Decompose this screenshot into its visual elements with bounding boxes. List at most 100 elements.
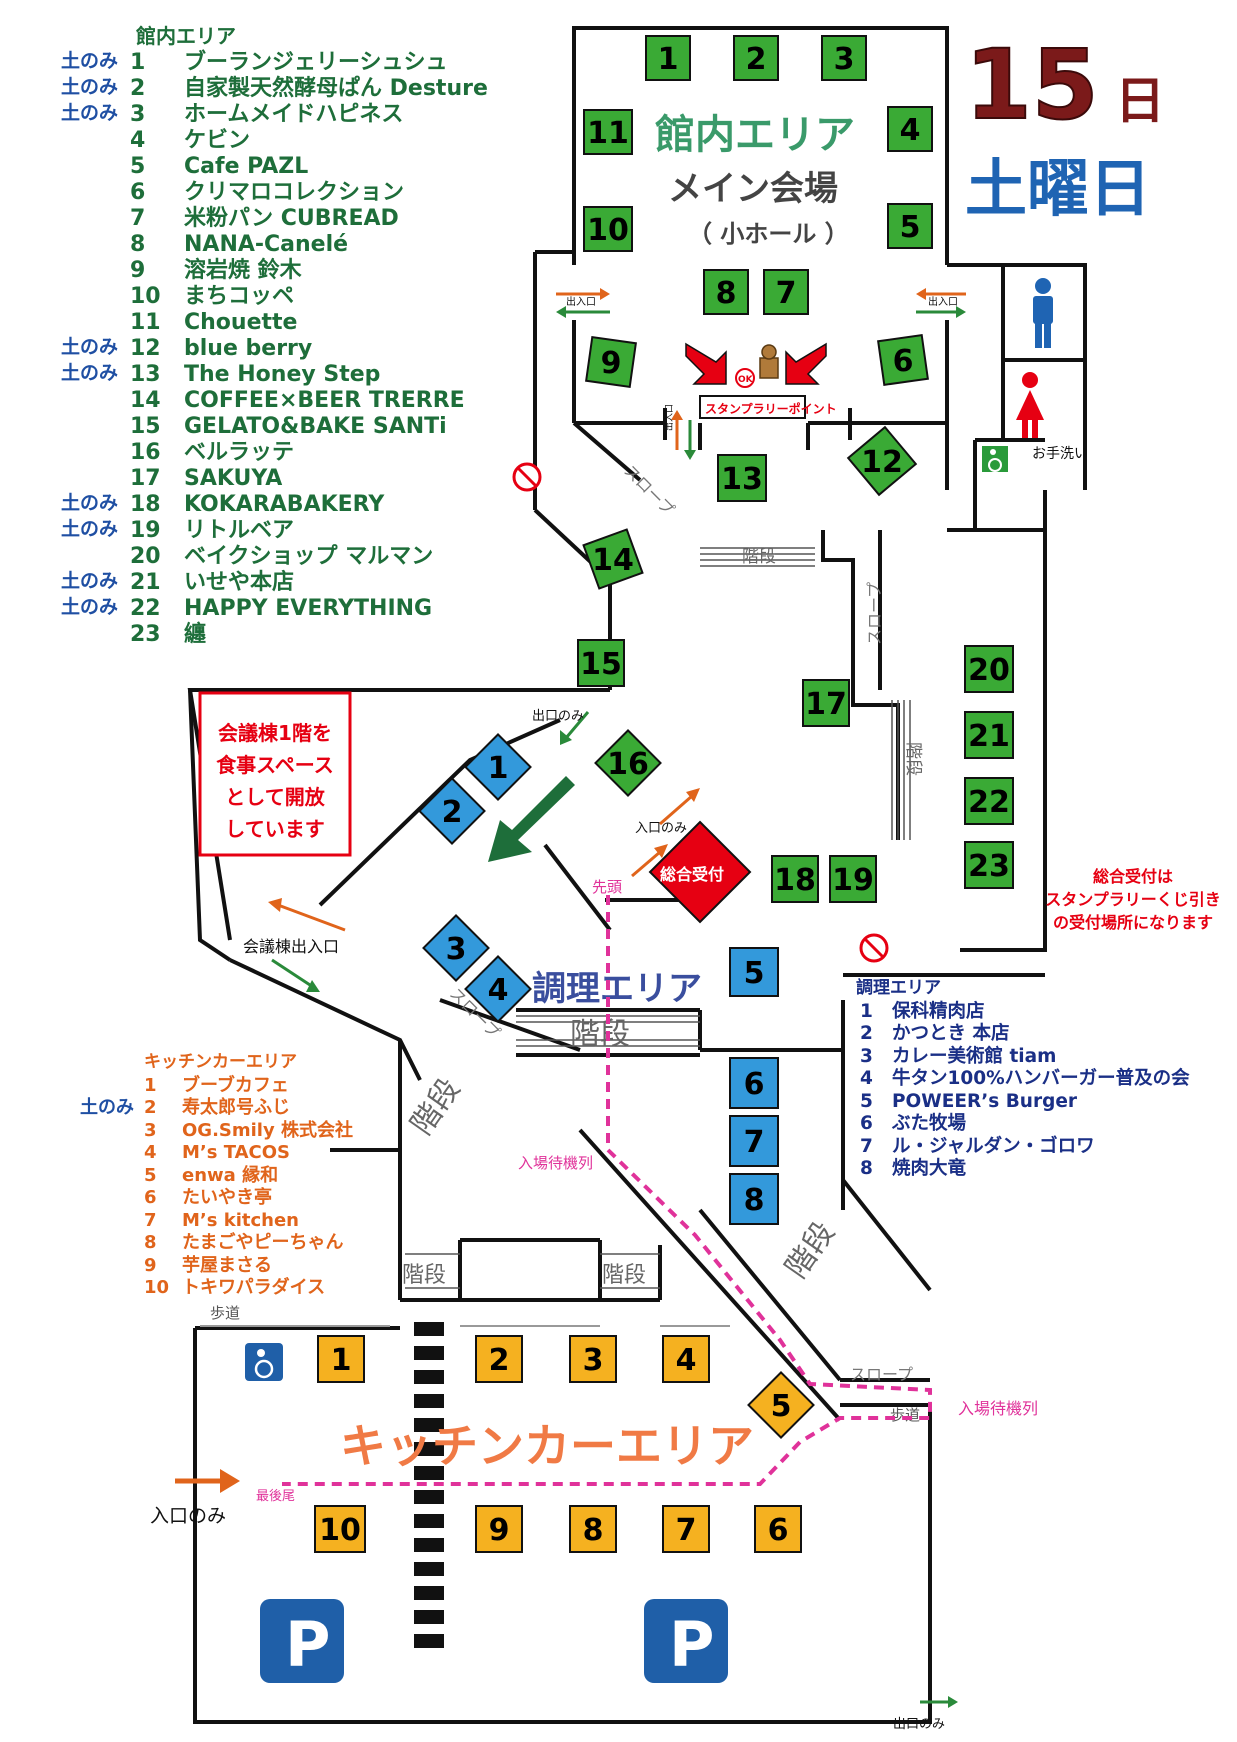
legend-item: 4 ケビン xyxy=(48,130,488,156)
hall-booth-10[interactable]: 10 xyxy=(583,206,633,252)
hall-booth-21[interactable]: 21 xyxy=(964,711,1014,759)
legend-item-name: ブーランジェリーシュシュ xyxy=(184,50,448,75)
hall-booth-23[interactable]: 23 xyxy=(964,841,1014,889)
legend-item-number: 6 xyxy=(144,1187,157,1208)
hall-booth-7[interactable]: 7 xyxy=(763,269,809,315)
stamp-rally-point[interactable]: スタンプラリーポイント OK xyxy=(685,342,837,419)
saturday-only-tag xyxy=(48,546,124,572)
svg-text:1: 1 xyxy=(658,42,679,77)
kitchen-booths: 1 2 3 4 5 6 7 8 9 10 xyxy=(314,1335,815,1553)
stairs-label-1: 階段 xyxy=(742,547,776,567)
cooking-booth-4[interactable]: 4 xyxy=(464,955,532,1023)
hall-booth-3[interactable]: 3 xyxy=(821,35,867,81)
legend-item-number: 20 xyxy=(130,544,161,569)
kitchen-booth-2[interactable]: 2 xyxy=(475,1335,523,1383)
legend-item-name: 芋屋まさる xyxy=(182,1254,272,1276)
hall-booth-20[interactable]: 20 xyxy=(964,645,1014,693)
svg-text:18: 18 xyxy=(774,863,816,898)
svg-text:12: 12 xyxy=(861,445,903,480)
kitchen-booth-6[interactable]: 6 xyxy=(754,1505,802,1553)
kitchen-booth-1[interactable]: 1 xyxy=(317,1335,365,1383)
cooking-booth-5[interactable]: 5 xyxy=(729,947,779,997)
legend-item-number: 1 xyxy=(144,1074,157,1096)
dining-notice-line-2: 食事スペース xyxy=(216,753,334,777)
hall-booth-17[interactable]: 17 xyxy=(802,679,850,727)
legend-item-number: 4 xyxy=(130,128,146,153)
kitchen-booth-10[interactable]: 10 xyxy=(314,1505,366,1553)
cooking-booth-3[interactable]: 3 xyxy=(422,914,490,982)
legend-item-number: 2 xyxy=(144,1097,157,1118)
svg-text:10: 10 xyxy=(319,1513,361,1548)
queue-label-2: 入場待機列 xyxy=(958,1399,1038,1418)
cooking-booth-7[interactable]: 7 xyxy=(729,1115,779,1167)
hall-booth-12[interactable]: 12 xyxy=(846,425,918,497)
svg-text:7: 7 xyxy=(676,1513,697,1548)
date-day-unit: 日 xyxy=(1115,72,1165,130)
saturday-only-tag: 土のみ xyxy=(60,336,118,358)
legend-item-number: 21 xyxy=(130,570,161,595)
legend-item-number: 8 xyxy=(130,232,146,257)
hall-booth-22[interactable]: 22 xyxy=(964,777,1014,825)
legend-item-name: 保科精肉店 xyxy=(892,1000,985,1022)
hall-booth-13[interactable]: 13 xyxy=(717,454,767,502)
saturday-only-tag: 土のみ xyxy=(60,492,118,514)
hall-booth-11[interactable]: 11 xyxy=(583,109,633,155)
svg-text:8: 8 xyxy=(583,1513,604,1548)
svg-text:8: 8 xyxy=(716,276,737,311)
hall-booth-2[interactable]: 2 xyxy=(733,35,779,81)
legend-item-number: 3 xyxy=(130,102,146,127)
legend-item-name: KOKARABAKERY xyxy=(184,492,385,517)
entrance-exit-stamp: 出入口 xyxy=(663,404,675,431)
hall-booth-1[interactable]: 1 xyxy=(645,35,691,81)
reception-desk[interactable]: 総合受付 xyxy=(648,820,752,924)
stairs-label-5: 階段 xyxy=(602,1263,646,1288)
kitchen-booth-9[interactable]: 9 xyxy=(475,1505,523,1553)
legend-item-number: 14 xyxy=(130,388,161,413)
legend-item-name: かつとき 本店 xyxy=(892,1023,1010,1044)
svg-text:P: P xyxy=(285,1608,330,1681)
hall-booth-18[interactable]: 18 xyxy=(771,855,819,903)
hall-booth-5[interactable]: 5 xyxy=(887,203,933,249)
hall-booth-15[interactable]: 15 xyxy=(577,639,625,687)
cooking-booth-6[interactable]: 6 xyxy=(729,1057,779,1109)
svg-text:16: 16 xyxy=(607,747,649,782)
hall-booth-9[interactable]: 9 xyxy=(585,336,637,388)
legend-item-number: 11 xyxy=(130,310,161,335)
sidewalk-label-left: 歩道 xyxy=(210,1304,240,1322)
kitchen-booth-8[interactable]: 8 xyxy=(569,1505,617,1553)
legend-item-name: The Honey Step xyxy=(184,362,381,387)
hall-booth-6[interactable]: 6 xyxy=(877,334,929,386)
hall-booth-16[interactable]: 16 xyxy=(594,729,662,797)
saturday-only-tag xyxy=(48,182,124,208)
crosswalk xyxy=(414,1322,444,1648)
hall-booths: 1 2 3 4 5 6 7 8 9 10 11 12 13 14 15 16 1… xyxy=(577,35,1014,903)
cooking-booth-8[interactable]: 8 xyxy=(729,1173,779,1225)
kitchen-booth-5[interactable]: 5 xyxy=(747,1371,815,1439)
stamp-arrow-left-icon xyxy=(685,342,727,385)
legend-item-name: ブーブカフェ xyxy=(182,1074,289,1096)
kitchen-booth-3[interactable]: 3 xyxy=(569,1335,617,1383)
saturday-only-tag xyxy=(48,390,124,416)
svg-text:22: 22 xyxy=(968,785,1010,820)
hall-booth-4[interactable]: 4 xyxy=(887,106,933,152)
kitchen-booth-4[interactable]: 4 xyxy=(662,1335,710,1383)
cooking-booths: 1 2 3 4 5 6 7 8 xyxy=(418,733,779,1225)
legend-item-name: ケビン xyxy=(184,128,251,153)
kitchen-booth-7[interactable]: 7 xyxy=(662,1505,710,1553)
hall-booth-14[interactable]: 14 xyxy=(582,528,644,590)
cooking-booth-1[interactable]: 1 xyxy=(464,733,532,801)
cooking-booth-2[interactable]: 2 xyxy=(418,777,486,845)
hall-booth-19[interactable]: 19 xyxy=(829,855,877,903)
svg-text:1: 1 xyxy=(331,1343,352,1378)
exit-only-bottom: 出口のみ xyxy=(893,1717,945,1732)
legend-item-name: ベルラッテ xyxy=(184,440,295,465)
hall-booth-8[interactable]: 8 xyxy=(703,269,749,315)
